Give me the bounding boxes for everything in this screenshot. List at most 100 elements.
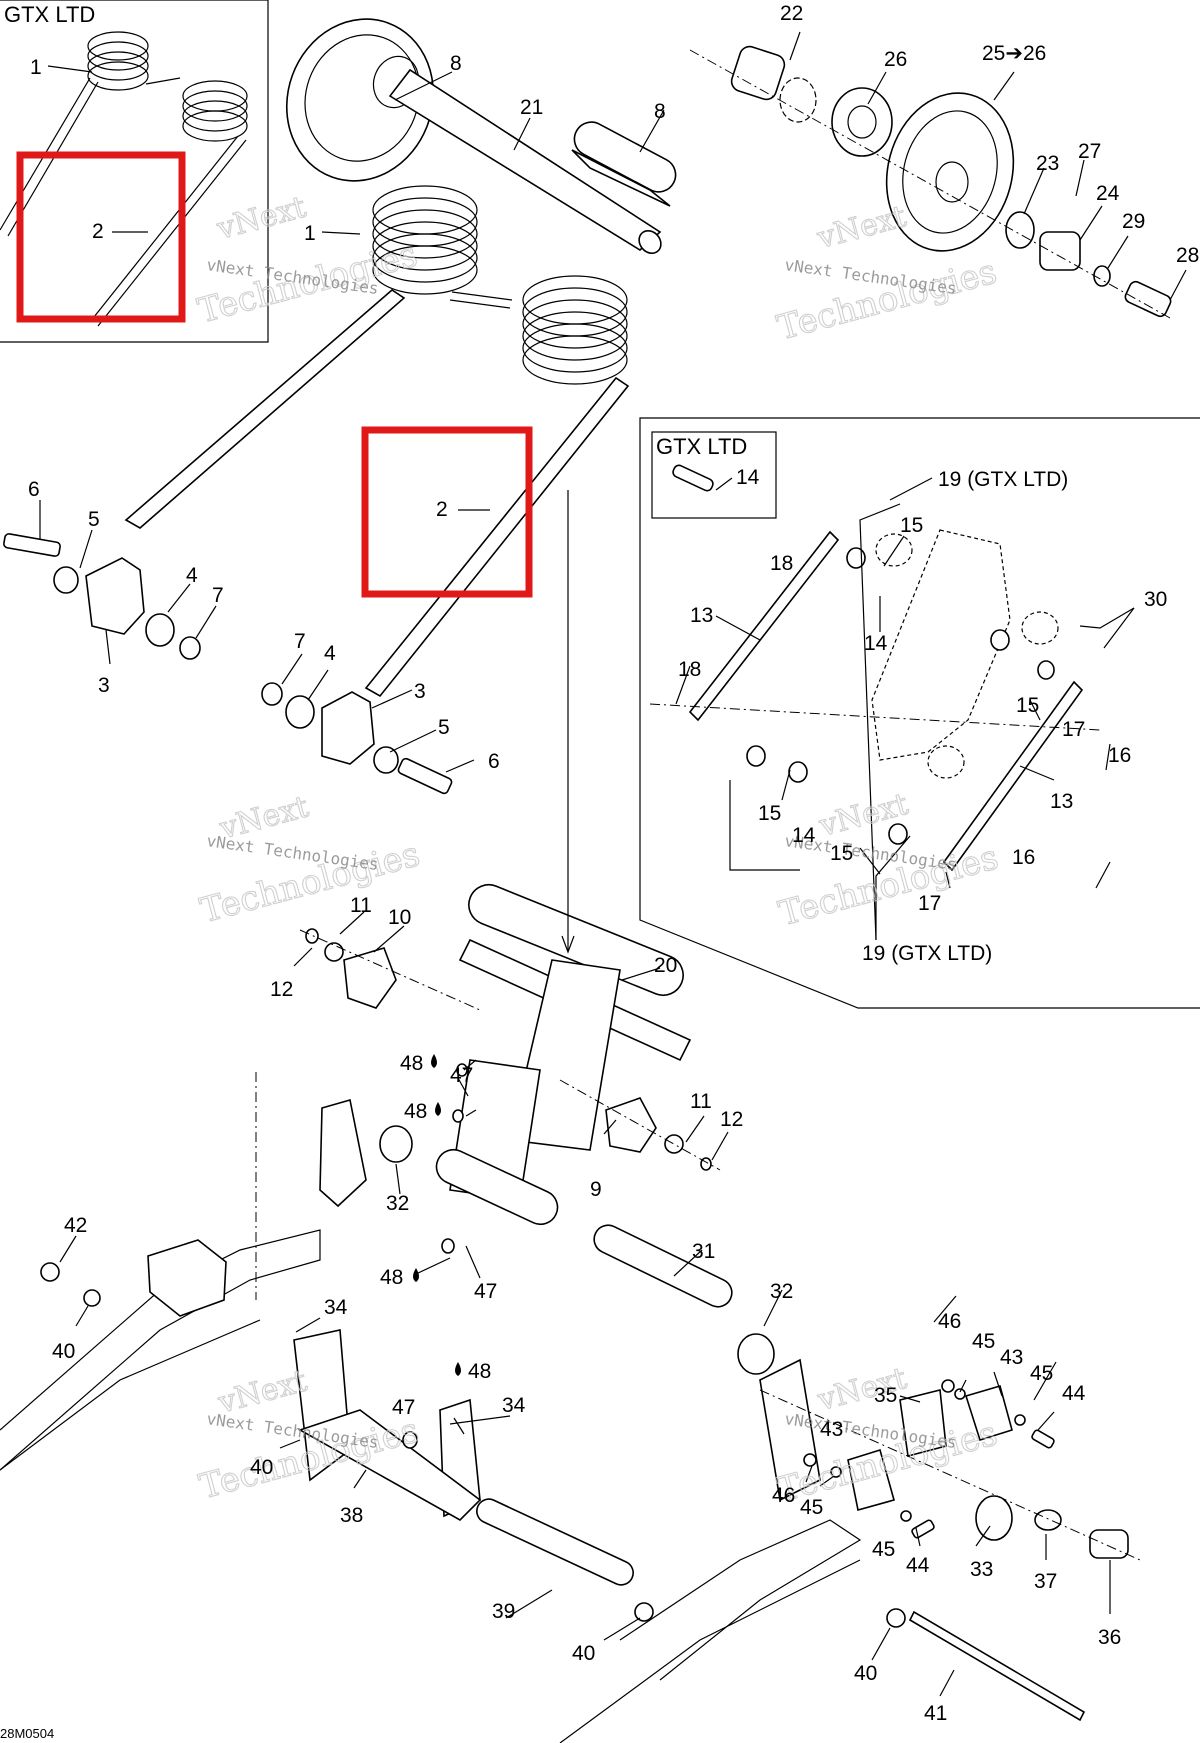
callout-17: 17 (1062, 718, 1085, 741)
callout-19-gtx-ltd: 19 (GTX LTD) (862, 942, 992, 965)
callout-46: 46 (938, 1310, 961, 1333)
callout-13: 13 (690, 604, 713, 627)
callout-13: 13 (1050, 790, 1073, 813)
callout-15: 15 (758, 802, 781, 825)
callout-47: 47 (392, 1396, 415, 1419)
callout-17: 17 (918, 892, 941, 915)
callout-48: 48 (404, 1100, 427, 1123)
callout-46: 46 (772, 1484, 795, 1507)
spring-left (124, 185, 513, 529)
arm-bracket-right (261, 682, 453, 795)
callout-47: 47 (474, 1280, 497, 1303)
inset-right-title: GTX LTD (656, 434, 747, 459)
callout-21: 21 (520, 96, 543, 119)
callout-16: 16 (1012, 846, 1035, 869)
callout-3: 3 (98, 674, 110, 697)
callout-35: 35 (874, 1384, 897, 1407)
callout-33: 33 (970, 1558, 993, 1581)
inset-top-left: GTX LTD (0, 0, 269, 343)
callout-45: 45 (872, 1538, 895, 1561)
callout-4: 4 (186, 564, 198, 587)
callout-40: 40 (250, 1456, 273, 1479)
callout-26: 26 (884, 48, 907, 71)
callout-36: 36 (1098, 1626, 1121, 1649)
callout-15: 15 (830, 842, 853, 865)
callout-7: 7 (294, 630, 306, 653)
callout-14: 14 (792, 824, 816, 847)
drawing-code: 28M0504 (0, 1726, 54, 1741)
callout-22: 22 (780, 2, 803, 25)
callout-14: 14 (736, 466, 760, 489)
callout-34: 34 (502, 1394, 526, 1417)
idler-wheel-left (285, 18, 677, 255)
callout-8: 8 (654, 100, 666, 123)
watermark-brand: vNext (213, 190, 310, 247)
callout-20: 20 (654, 954, 677, 977)
callout-4: 4 (324, 642, 336, 665)
callout-37: 37 (1034, 1570, 1057, 1593)
callout-24: 24 (1096, 182, 1120, 205)
callout-41: 41 (924, 1702, 947, 1725)
callout-34: 34 (324, 1296, 348, 1319)
callout-48: 48 (468, 1360, 491, 1383)
inset-links (649, 464, 1101, 872)
inset-top-left-title: GTX LTD (4, 2, 95, 27)
callout-43: 43 (1000, 1346, 1023, 1369)
watermark-group: vNext Technologies vNext Technologies vN… (193, 189, 1003, 1511)
callout-19-gtx-ltd: 19 (GTX LTD) (938, 468, 1068, 491)
callout-45: 45 (800, 1496, 823, 1519)
callout-6: 6 (488, 750, 500, 773)
watermark-brand: vNext (813, 199, 910, 256)
callout-48: 48 (380, 1266, 403, 1289)
callout-2: 2 (436, 498, 448, 521)
callout-40: 40 (572, 1642, 595, 1665)
callout-12: 12 (720, 1108, 743, 1131)
highlight-box-part-2-inset (16, 151, 186, 323)
highlight-box-part-2-main (361, 426, 533, 598)
callout-2: 2 (92, 220, 104, 243)
callout-16: 16 (1108, 744, 1131, 767)
callout-11: 11 (690, 1090, 712, 1113)
callout-45: 45 (972, 1330, 995, 1353)
callout-29: 29 (1122, 210, 1145, 233)
callout-27: 27 (1078, 140, 1101, 163)
callout-32: 32 (770, 1280, 793, 1303)
callout-labels: 1 2 1 2 8 21 8 22 26 25➔26 23 27 24 29 2… (28, 2, 1199, 1725)
callout-8: 8 (450, 52, 462, 75)
callout-30: 30 (1144, 588, 1167, 611)
callout-7: 7 (212, 584, 224, 607)
callout-28: 28 (1176, 244, 1199, 267)
callout-9: 9 (590, 1178, 602, 1201)
callout-45: 45 (1030, 1362, 1053, 1385)
inset-springs (0, 31, 248, 327)
callout-40: 40 (52, 1340, 75, 1363)
callout-39: 39 (492, 1600, 515, 1623)
lower-frame (0, 1072, 1086, 1743)
callout-1: 1 (304, 222, 316, 245)
callout-47: 47 (450, 1064, 473, 1087)
callout-43: 43 (820, 1418, 843, 1441)
oil-drop-icon (413, 1268, 419, 1282)
callout-3: 3 (414, 680, 426, 703)
callout-1: 1 (30, 56, 42, 79)
leader-lines (39, 31, 1187, 1697)
callout-12: 12 (270, 978, 293, 1001)
callout-18: 18 (770, 552, 793, 575)
callout-31: 31 (692, 1240, 715, 1263)
callout-15: 15 (1016, 694, 1039, 717)
callout-44: 44 (906, 1554, 930, 1577)
callout-40: 40 (854, 1662, 877, 1685)
idler-wheel-right (689, 45, 1172, 319)
callout-11: 11 (350, 894, 372, 917)
callout-48: 48 (400, 1052, 423, 1075)
callout-6: 6 (28, 478, 40, 501)
callout-14: 14 (864, 632, 888, 655)
right-hardware (759, 1358, 1141, 1561)
callout-44: 44 (1062, 1382, 1086, 1405)
callout-25-to-26: 25➔26 (982, 42, 1046, 65)
callout-10: 10 (388, 906, 411, 929)
oil-drop-icon (431, 1054, 437, 1068)
oil-drop-icon (435, 1102, 441, 1116)
callout-42: 42 (64, 1214, 87, 1237)
